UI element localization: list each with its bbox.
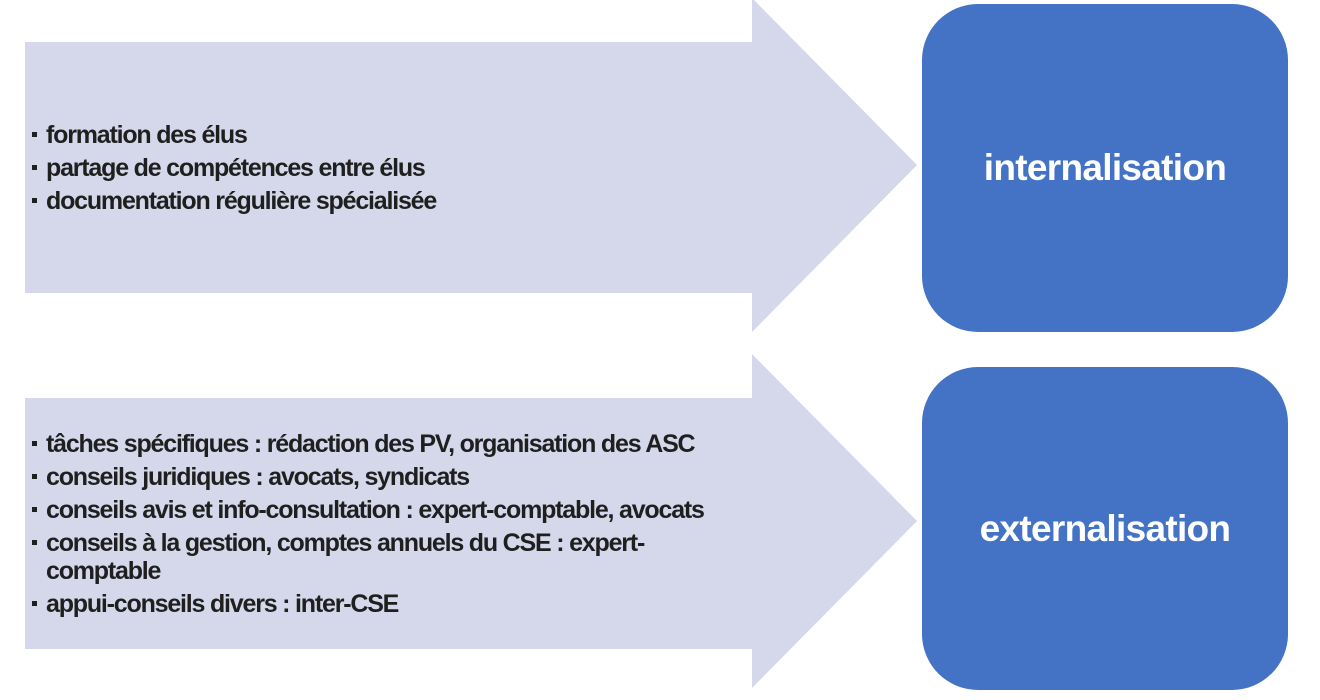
arrow-shape-bottom [25, 354, 917, 688]
internalisation-bullet-list: formation des élus partage de compétences… [30, 42, 775, 293]
bullet-item: appui-conseils divers : inter-CSE [30, 590, 775, 618]
bullet-text: formation des élus [46, 120, 248, 149]
bullet-marker-icon [32, 197, 37, 203]
bullet-item: conseils juridiques : avocats, syndicats [30, 463, 775, 491]
bullet-item: conseils avis et info-consultation : exp… [30, 496, 775, 524]
externalisation-label: externalisation [979, 507, 1231, 549]
bullet-marker-icon [32, 539, 37, 545]
externalisation-bullet-list: tâches spécifiques : rédaction des PV, o… [30, 398, 775, 649]
bullet-text: appui-conseils divers : inter-CSE [46, 589, 399, 618]
bullet-item: documentation régulière spécialisée [30, 187, 775, 215]
bullet-text: conseils juridiques : avocats, syndicats [46, 462, 470, 491]
externalisation-box: externalisation [922, 367, 1288, 690]
arrow-polygon-bottom [25, 354, 917, 688]
bullet-item: partage de compétences entre élus [30, 154, 775, 182]
bullet-text: conseils avis et info-consultation : exp… [46, 495, 705, 524]
internalisation-box: internalisation [922, 4, 1288, 332]
bullet-item: tâches spécifiques : rédaction des PV, o… [30, 430, 775, 458]
bullet-marker-icon [32, 473, 37, 479]
internalisation-label: internalisation [983, 147, 1227, 188]
bullet-marker-icon [32, 131, 37, 137]
arrow-polygon-top [25, 0, 917, 332]
bullet-marker-icon [32, 164, 37, 170]
bullet-text: documentation régulière spécialisée [46, 186, 437, 215]
bullet-item: conseils à la gestion, comptes annuels d… [30, 529, 775, 585]
bullet-item: formation des élus [30, 121, 775, 149]
arrow-shape-top [25, 0, 917, 332]
bullet-text: partage de compétences entre élus [46, 153, 426, 182]
bullet-marker-icon [32, 600, 37, 606]
bullet-marker-icon [32, 506, 37, 512]
bullet-text: tâches spécifiques : rédaction des PV, o… [46, 429, 696, 458]
bullet-marker-icon [32, 440, 37, 446]
bullet-text: conseils à la gestion, comptes annuels d… [46, 528, 645, 585]
